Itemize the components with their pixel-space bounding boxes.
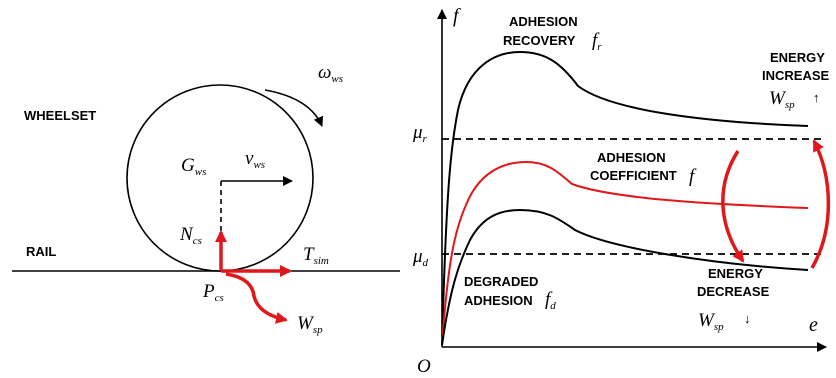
w-symbol: Wsp — [297, 313, 323, 336]
energy-decrease-line1: ENERGY — [708, 266, 763, 281]
degraded-label-line2: ADHESION — [464, 293, 533, 308]
mu-r-symbol: μr — [412, 122, 428, 145]
g-symbol: Gws — [181, 155, 206, 178]
energy-increase-up-arrow: ↑ — [813, 90, 820, 105]
energy-increase-w: Wsp — [769, 88, 795, 111]
energy-decrease-arrow — [721, 150, 745, 263]
energy-decrease-down-arrow: ↓ — [744, 311, 751, 326]
recovery-curve — [441, 50, 809, 346]
nominal-adhesion-curve — [441, 160, 809, 346]
coefficient-label-line1: ADHESION — [597, 150, 666, 165]
energy-increase-line1: ENERGY — [770, 50, 825, 65]
p-symbol: Pcs — [202, 281, 224, 304]
n-symbol: Ncs — [179, 224, 202, 247]
rotation-arrow — [264, 89, 324, 127]
v-symbol: vws — [245, 148, 265, 171]
recovery-label-line2: RECOVERY — [503, 33, 576, 48]
wheelset-label: WHEELSET — [24, 108, 96, 123]
coefficient-label-line2: COEFFICIENT — [590, 168, 677, 183]
energy-increase-arrow — [810, 139, 831, 269]
degraded-label-line1: DEGRADED — [464, 274, 538, 289]
coefficient-symbol: f — [689, 166, 697, 187]
degraded-symbol: fd — [545, 289, 556, 312]
recovery-symbol: fr — [592, 30, 602, 53]
adhesion-diagram: f e O μr μd ADHESION RECOVERY fr ADHESIO… — [412, 5, 831, 377]
mu-d-symbol: μd — [412, 246, 429, 269]
origin-label: O — [417, 356, 431, 377]
omega-symbol: ωws — [318, 62, 343, 85]
energy-decrease-line2: DECREASE — [697, 284, 770, 299]
t-symbol: Tsim — [303, 244, 329, 267]
recovery-label-line1: ADHESION — [509, 14, 578, 29]
x-axis-symbol: e — [809, 314, 818, 336]
energy-increase-line2: INCREASE — [762, 68, 830, 83]
y-axis-symbol: f — [453, 5, 461, 27]
rail-label: RAIL — [26, 244, 56, 259]
energy-decrease-w: Wsp — [698, 310, 724, 333]
degraded-curve — [441, 208, 809, 346]
wheelset-diagram: WHEELSET RAIL ωws Gws vws Ncs Tsim Pcs W… — [12, 62, 400, 336]
power-dissipation-arrow — [225, 272, 288, 324]
